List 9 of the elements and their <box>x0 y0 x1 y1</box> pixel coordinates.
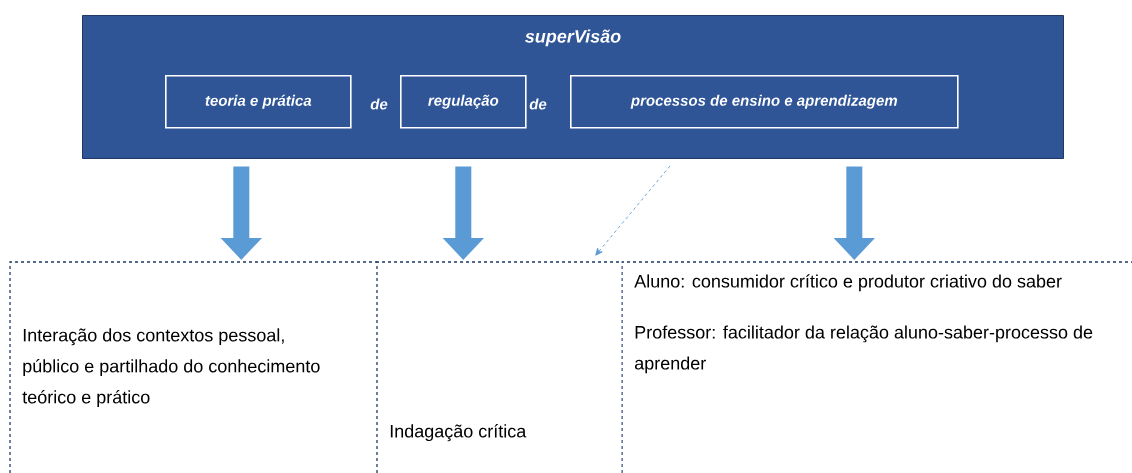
dashed-arrow <box>595 165 671 256</box>
term-box: regulação <box>400 75 527 129</box>
text-cell: Interação dos contextos pessoal, público e partilhado do conhecimento teórico e prático <box>9 261 378 473</box>
text-cell: Aluno: consumidor crítico e produtor criativo do saber Professor: facilitador da relação aluno-saber-processo de aprender <box>621 261 1132 473</box>
term-box: teoria e prática <box>165 75 352 129</box>
term-box: processos de ensino e aprendizagem <box>570 75 959 129</box>
text-cell: Indagação crítica <box>376 261 623 473</box>
connector-word: de <box>370 98 388 110</box>
connector-word: de <box>529 98 547 110</box>
